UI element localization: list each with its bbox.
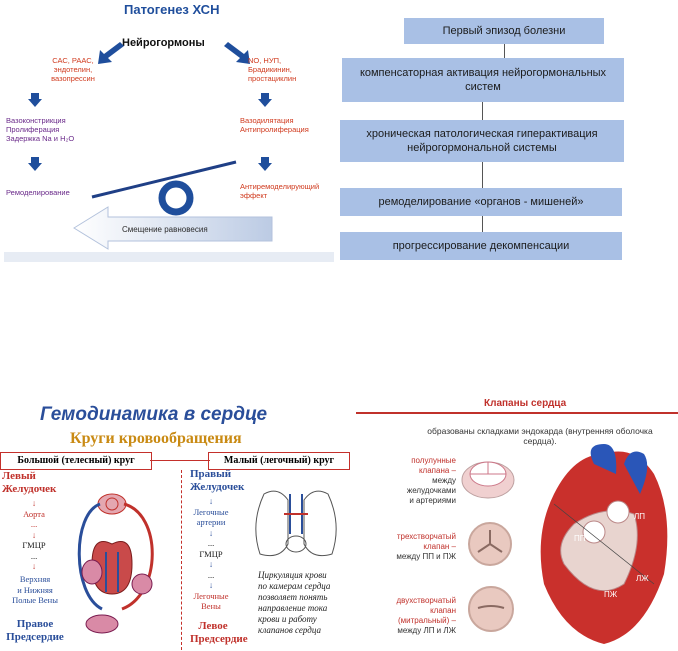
balance-seesaw (91, 160, 237, 216)
panel3-title: Гемодинамика в сердце (40, 404, 268, 425)
heart-illustration (540, 444, 668, 644)
mitral-lines (477, 605, 505, 609)
neurohormones-label: Нейрогормоны (122, 37, 205, 49)
arrow-down-left-icon (98, 42, 124, 64)
big-circle-label: Большой (телесный) круг (0, 452, 152, 470)
left-top-text: САС, РААС,эндотелин,вазопрессин (51, 56, 95, 83)
left-bottom-text: Ремоделирование (6, 188, 70, 197)
column-divider (181, 470, 182, 650)
small-circle-label: Малый (легочный) круг (208, 452, 350, 470)
arrow-down-icon (28, 93, 42, 107)
connector (482, 216, 483, 232)
right-top-text: NO, НУП,Брадикинин,простациклин (248, 56, 297, 83)
shift-arrow (73, 206, 273, 250)
heart-valves-panel: Клапаны сердца образованы складками эндо… (356, 396, 678, 651)
left-col-aorta: ↓Аорта...↓ ГМЦР...↓ (22, 498, 46, 571)
mitral-valve-icon (468, 586, 514, 632)
step-box: компенсаторная активация нейрогормональн… (342, 58, 624, 102)
panel3-subtitle: Круги кровообращения (70, 430, 242, 447)
la-label: ЛП (634, 512, 645, 521)
title-underline (356, 404, 678, 414)
arrow-down-icon (258, 157, 272, 171)
step-box: ремоделирование «органов - мишеней» (340, 188, 622, 216)
pathogenesis-panel: Патогенез ХСН Нейрогормоны САС, РААС,энд… (4, 0, 334, 262)
step-box: Первый эпизод болезни (404, 18, 604, 44)
arrow-down-icon (28, 157, 42, 171)
disease-progression-panel: Первый эпизод болезни компенсаторная акт… (336, 0, 678, 262)
divider-line (150, 460, 210, 461)
connector (504, 44, 505, 58)
panel4-title: Клапаны сердца (484, 398, 567, 409)
lv-label: ЛЖ (636, 574, 649, 583)
arrow-down-icon (258, 93, 272, 107)
arrow-down-right-icon (224, 42, 250, 64)
rv-label: ПЖ (604, 590, 618, 599)
lungs-diagram (255, 490, 337, 557)
step-box: прогрессирование декомпенсации (340, 232, 622, 260)
shift-arrow-label: Смещение равновесия (122, 225, 208, 234)
hemodynamics-panel: Гемодинамика в сердце Круги кровообращен… (0, 394, 352, 651)
circulation-diagram (77, 493, 154, 634)
semilunar-valve-icon (461, 461, 515, 499)
panel4-subtitle: образованы складками эндокарда (внутренн… (427, 426, 653, 446)
ra-label: ПП (574, 534, 586, 543)
panel1-floor (4, 252, 334, 262)
step-box: хроническая патологическая гиперактиваци… (340, 120, 624, 162)
tricuspid-lines (477, 530, 503, 553)
connector (482, 162, 483, 188)
connector (482, 102, 483, 120)
panel1-title: Патогенез ХСН (124, 2, 220, 17)
